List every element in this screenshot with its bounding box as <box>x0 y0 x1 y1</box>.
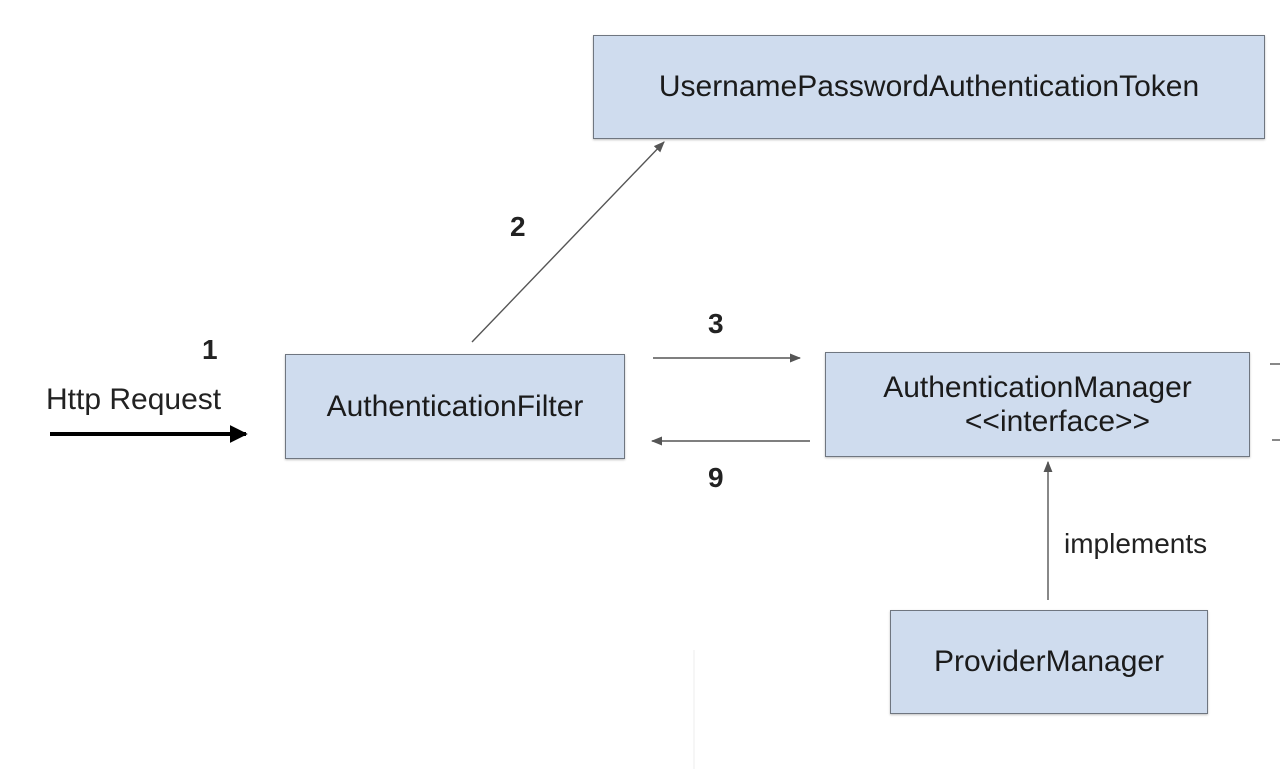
username-password-token-label: UsernamePasswordAuthenticationToken <box>658 70 1200 103</box>
username-password-token-box: UsernamePasswordAuthenticationToken <box>593 35 1265 139</box>
provider-manager-box: ProviderManager <box>890 610 1208 714</box>
step1-number: 1 <box>202 334 218 365</box>
interface-stereotype-label: <<interface>> <box>964 404 1151 438</box>
implements-label: implements <box>1064 528 1208 559</box>
authentication-manager-label: AuthenticationManager <box>883 370 1192 404</box>
authentication-filter-box: AuthenticationFilter <box>285 354 625 459</box>
authentication-filter-label: AuthenticationFilter <box>326 389 584 423</box>
http-request-label: Http Request <box>46 383 222 416</box>
step9-number: 9 <box>708 462 724 493</box>
step3-number: 3 <box>708 308 724 339</box>
step2-arrow <box>471 141 665 343</box>
authentication-manager-box: AuthenticationManager <<interface>> <box>825 352 1250 457</box>
provider-manager-label: ProviderManager <box>933 645 1165 678</box>
step2-number: 2 <box>510 211 526 242</box>
